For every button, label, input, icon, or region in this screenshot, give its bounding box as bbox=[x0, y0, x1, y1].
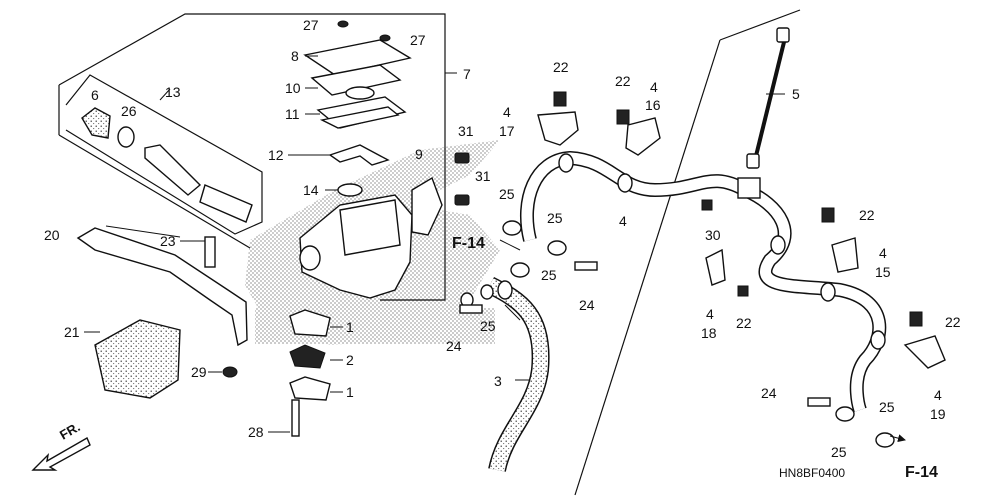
callout-6: 6 bbox=[91, 87, 99, 103]
callout-28: 28 bbox=[248, 424, 264, 440]
callout-4: 4 bbox=[650, 79, 658, 95]
callout-10: 10 bbox=[285, 80, 301, 96]
callout-15: 15 bbox=[875, 264, 891, 280]
callout-26: 26 bbox=[121, 103, 137, 119]
callout-7: 7 bbox=[463, 66, 471, 82]
callout-14: 14 bbox=[303, 182, 319, 198]
leader-lines bbox=[84, 55, 906, 443]
callout-25: 25 bbox=[547, 210, 563, 226]
part-callouts: 27 27 8 7 10 11 13 6 26 12 9 14 31 31 20… bbox=[44, 17, 961, 460]
callout-31: 31 bbox=[475, 168, 491, 184]
callout-1: 1 bbox=[346, 319, 354, 335]
ref-label-f14-b: F-14 bbox=[905, 464, 938, 481]
diagram-code: HN8BF0400 bbox=[779, 466, 845, 480]
front-label: FR. bbox=[57, 419, 83, 442]
callout-3: 3 bbox=[494, 373, 502, 389]
callout-25: 25 bbox=[831, 444, 847, 460]
callout-24: 24 bbox=[761, 385, 777, 401]
callout-4: 4 bbox=[706, 306, 714, 322]
master-cylinder-box bbox=[58, 13, 446, 301]
callout-22: 22 bbox=[615, 73, 631, 89]
callout-20: 20 bbox=[44, 227, 60, 243]
callout-23: 23 bbox=[160, 233, 176, 249]
reservoir-cap bbox=[303, 20, 412, 197]
ref-label-f14-a: F-14 bbox=[452, 235, 485, 252]
piston-set bbox=[81, 107, 253, 223]
brake-lever bbox=[76, 227, 248, 347]
callout-22: 22 bbox=[553, 59, 569, 75]
brake-hose-5 bbox=[746, 27, 790, 169]
callout-4: 4 bbox=[619, 213, 627, 229]
callout-25: 25 bbox=[541, 267, 557, 283]
callout-25: 25 bbox=[499, 186, 515, 202]
callout-25: 25 bbox=[480, 318, 496, 334]
piston-set-box bbox=[65, 74, 263, 235]
callout-30: 30 bbox=[705, 227, 721, 243]
callout-21: 21 bbox=[64, 324, 80, 340]
washers-and-bolts bbox=[459, 199, 895, 448]
callout-24: 24 bbox=[579, 297, 595, 313]
callout-12: 12 bbox=[268, 147, 284, 163]
callout-11: 11 bbox=[285, 106, 300, 122]
callout-31: 31 bbox=[458, 123, 474, 139]
callout-27: 27 bbox=[410, 32, 426, 48]
callout-8: 8 bbox=[291, 48, 299, 64]
hose-section-box bbox=[574, 9, 801, 496]
callout-24: 24 bbox=[446, 338, 462, 354]
callout-22: 22 bbox=[859, 207, 875, 223]
brake-hose-3 bbox=[460, 276, 550, 473]
callout-22: 22 bbox=[945, 314, 961, 330]
callout-4: 4 bbox=[503, 104, 511, 120]
callout-25: 25 bbox=[879, 399, 895, 415]
front-arrow: FR. bbox=[31, 419, 91, 471]
callout-19: 19 bbox=[930, 406, 946, 422]
callout-27: 27 bbox=[303, 17, 319, 33]
callout-22: 22 bbox=[736, 315, 752, 331]
callout-5: 5 bbox=[792, 86, 800, 102]
callout-2: 2 bbox=[346, 352, 354, 368]
callout-13: 13 bbox=[165, 84, 181, 100]
callout-9: 9 bbox=[415, 146, 423, 162]
callout-16: 16 bbox=[645, 97, 661, 113]
callout-18: 18 bbox=[701, 325, 717, 341]
master-cylinder-body bbox=[299, 152, 470, 299]
brake-hose-4 bbox=[519, 150, 887, 413]
callout-17: 17 bbox=[499, 123, 515, 139]
callout-4: 4 bbox=[934, 387, 942, 403]
callout-1: 1 bbox=[346, 384, 354, 400]
callout-29: 29 bbox=[191, 364, 207, 380]
hose-clamps bbox=[537, 91, 946, 369]
lever-cover bbox=[94, 319, 238, 399]
callout-4: 4 bbox=[879, 245, 887, 261]
brake-switches bbox=[289, 309, 331, 437]
